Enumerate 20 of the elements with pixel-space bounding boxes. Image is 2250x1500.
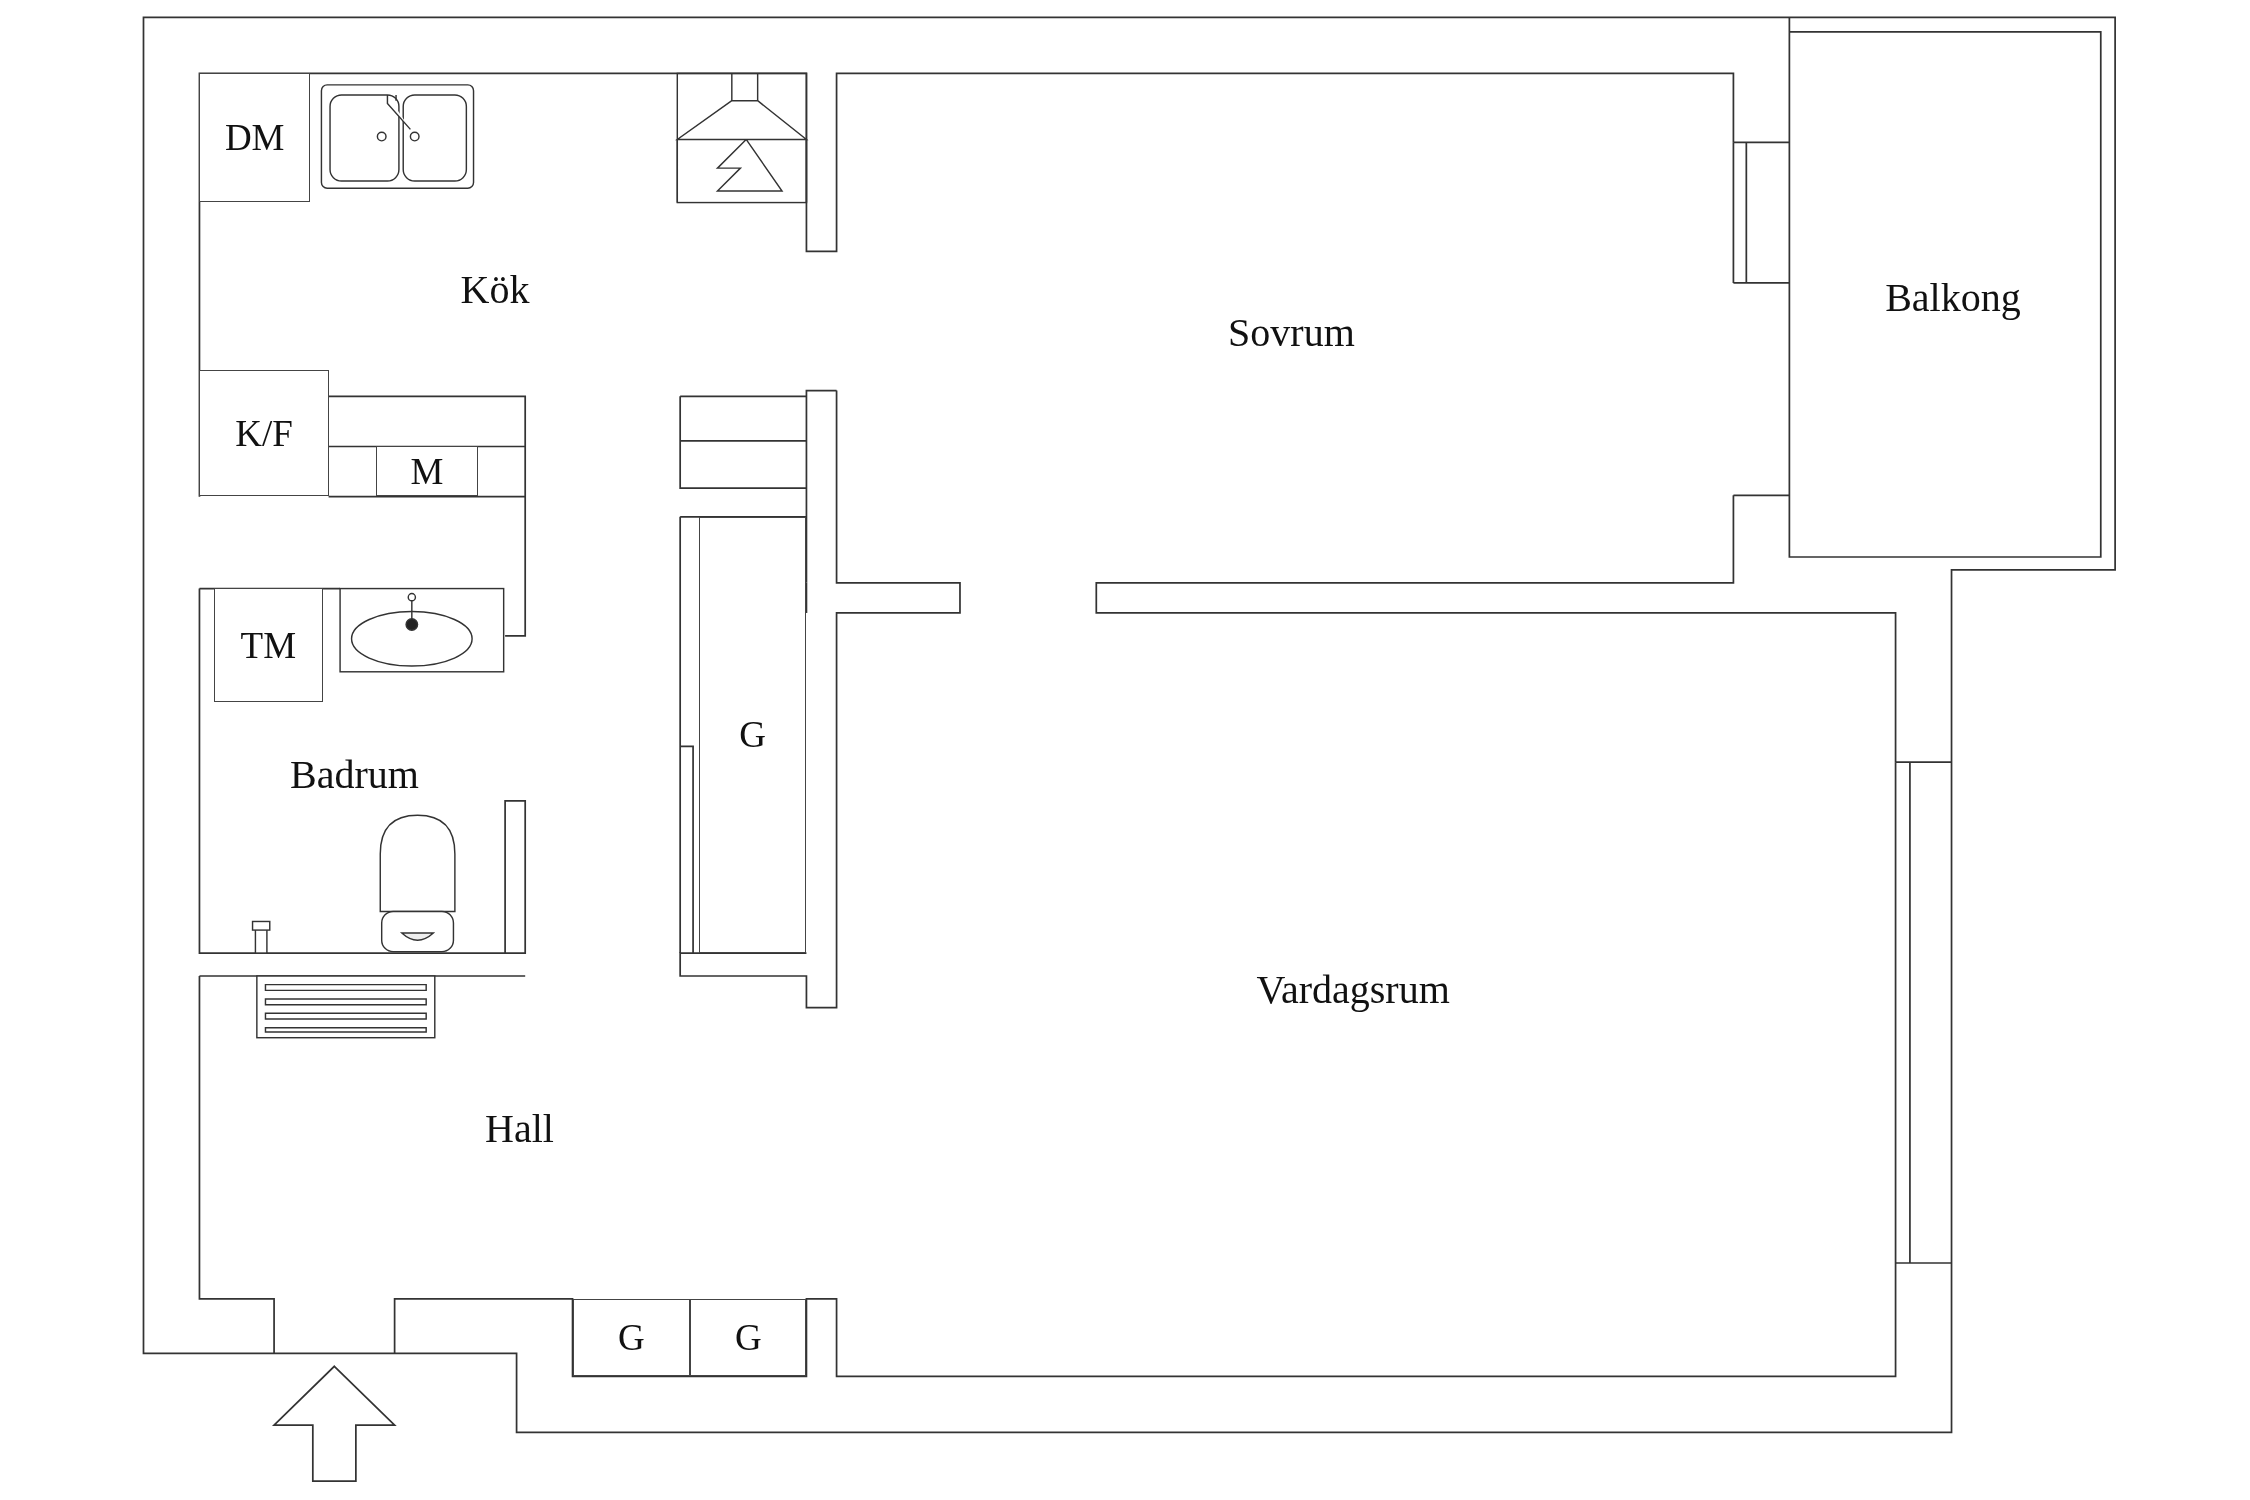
room-label: Balkong <box>1885 278 2021 319</box>
cabinet-label: M <box>410 452 444 490</box>
cabinet-label: TM <box>240 626 297 664</box>
cabinet-label: G <box>618 1318 645 1356</box>
room-label: Kök <box>460 269 530 310</box>
room-label: Vardagsrum <box>1256 970 1450 1011</box>
room-label: Badrum <box>290 754 419 795</box>
room-label: Hall <box>485 1109 554 1150</box>
room-label: Sovrum <box>1228 312 1355 353</box>
cabinet-box <box>375 446 478 497</box>
cabinet-box <box>572 1298 691 1377</box>
cabinet-box <box>213 588 323 702</box>
cabinet-box <box>199 73 310 203</box>
cabinet-label: G <box>734 1318 762 1356</box>
cabinet-box <box>698 516 807 953</box>
cabinet-label: DM <box>224 119 285 157</box>
cabinet-box <box>199 370 329 497</box>
cabinet-box <box>690 1298 807 1377</box>
cabinet-label: K/F <box>235 414 293 452</box>
cabinet-label: G <box>739 716 766 754</box>
